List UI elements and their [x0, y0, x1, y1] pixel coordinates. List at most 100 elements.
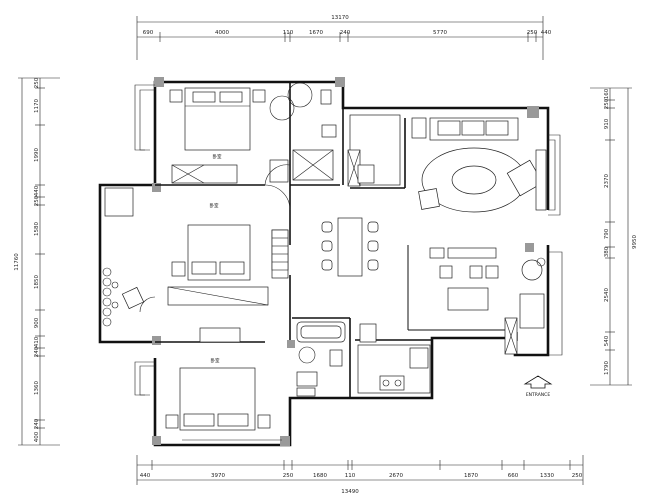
- left-dim-8: 900: [34, 317, 40, 328]
- nightstand: [169, 89, 183, 103]
- room-label-master: 卧室: [213, 153, 222, 160]
- right-dim-2: 250: [604, 98, 610, 109]
- left-dim-12: 240: [34, 418, 40, 429]
- top-dim-7: 250: [527, 30, 538, 36]
- pillow: [219, 91, 243, 103]
- vanity: [321, 124, 337, 138]
- armchair: [485, 265, 499, 279]
- study: [347, 114, 401, 187]
- dining-area: [321, 217, 379, 277]
- fridge: [359, 323, 377, 343]
- left-dim-2: 1170: [34, 99, 40, 113]
- desk: [357, 164, 375, 184]
- room-label-bottom: 卧室: [211, 357, 220, 364]
- right-dim-8: 540: [604, 335, 610, 346]
- armchair: [418, 188, 440, 210]
- chair: [367, 221, 379, 233]
- chair: [321, 259, 333, 271]
- tv-console: [447, 247, 497, 259]
- top-total-dim: 13170: [331, 15, 349, 21]
- column: [280, 436, 290, 446]
- right-total-dim: 9950: [632, 235, 638, 249]
- stove: [379, 375, 405, 391]
- left-dim-6: 1580: [34, 222, 40, 236]
- laundry: [296, 387, 316, 397]
- pillow: [219, 261, 245, 275]
- right-dim-9: 1790: [604, 361, 610, 375]
- right-dim-5: 790: [604, 228, 610, 239]
- pillow: [191, 261, 217, 275]
- top-dim-5: 240: [340, 30, 351, 36]
- dining-table: [337, 217, 363, 277]
- master-bedroom: 卧室: [169, 87, 295, 186]
- right-ticks: [605, 99, 615, 351]
- column: [152, 436, 161, 445]
- chair: [321, 221, 333, 233]
- bottom-dim-4: 1680: [313, 473, 327, 479]
- left-total-dim: 11760: [14, 253, 20, 271]
- column: [152, 183, 161, 192]
- coffee-table: [447, 287, 489, 311]
- tv-unit: [535, 149, 547, 211]
- top-dim-4: 1670: [309, 30, 323, 36]
- chair: [321, 240, 333, 252]
- chair: [367, 240, 379, 252]
- left-dim-1: 250: [34, 77, 40, 88]
- right-dim-3: 910: [604, 118, 610, 129]
- top-dim-6: 5770: [433, 30, 447, 36]
- side-cabinet: [411, 117, 427, 139]
- tub-inner: [300, 325, 342, 339]
- bottom-dim-10: 250: [572, 473, 583, 479]
- lounge-chair: [121, 286, 145, 310]
- pillow: [217, 413, 249, 427]
- entrance-marker: ENTRANCE: [523, 375, 553, 398]
- shoe-cabinet: [519, 293, 545, 329]
- left-dim-7: 1850: [34, 275, 40, 289]
- dining-chairs: [321, 221, 379, 271]
- left-dim-10: 240: [34, 346, 40, 357]
- desk: [199, 327, 241, 343]
- bottom-dimension-chain: 440 3970 250 1680 110 2670 1870 660 1330…: [136, 455, 584, 495]
- bottom-dim-2: 3970: [211, 473, 225, 479]
- wardrobe: [171, 164, 238, 184]
- window-ledges: [134, 84, 563, 441]
- pillow: [183, 413, 215, 427]
- nightstand: [252, 89, 266, 103]
- column: [335, 77, 345, 87]
- top-dim-8: 440: [541, 30, 552, 36]
- right-dim-6: 380: [604, 246, 610, 257]
- column: [152, 336, 161, 345]
- bottom-dim-1: 440: [140, 473, 151, 479]
- toilet: [320, 89, 332, 105]
- vanity: [296, 371, 318, 387]
- column: [527, 106, 539, 118]
- nightstand: [171, 261, 186, 277]
- bottom-bedroom: 卧室: [165, 327, 271, 431]
- sofa-cushion: [437, 120, 461, 136]
- right-dimension-chain: 9950 160 250 910 2370 790 380 2540 540 1…: [590, 87, 638, 386]
- corridor-storage: [271, 229, 289, 279]
- shower: [287, 82, 313, 108]
- left-dim-13: 400: [34, 431, 40, 442]
- sideboard: [429, 247, 445, 259]
- chair: [367, 259, 379, 271]
- left-ticks: [35, 87, 45, 429]
- storage-cabinet: [104, 187, 134, 217]
- bottom-dim-8: 660: [508, 473, 519, 479]
- bottom-dim-5: 110: [345, 473, 356, 479]
- left-dim-5: 250: [34, 195, 40, 206]
- top-dimension-chain: 13170 690 4000 110 1670 240 5770 250 440: [136, 15, 552, 60]
- sofa-cushion: [485, 120, 509, 136]
- top-dim-1: 690: [143, 30, 154, 36]
- right-dim-1: 160: [604, 88, 610, 99]
- shower-drain: [298, 346, 316, 364]
- room-label-middle: 卧室: [210, 202, 219, 209]
- left-dim-4: 440: [34, 185, 40, 196]
- left-dim-9: 410: [34, 336, 40, 347]
- plant: [521, 259, 543, 281]
- nightstand: [165, 414, 179, 429]
- sofa-cushion: [461, 120, 485, 136]
- armchair: [439, 265, 453, 279]
- top-ticks: [159, 32, 537, 42]
- left-dim-11: 1360: [34, 381, 40, 395]
